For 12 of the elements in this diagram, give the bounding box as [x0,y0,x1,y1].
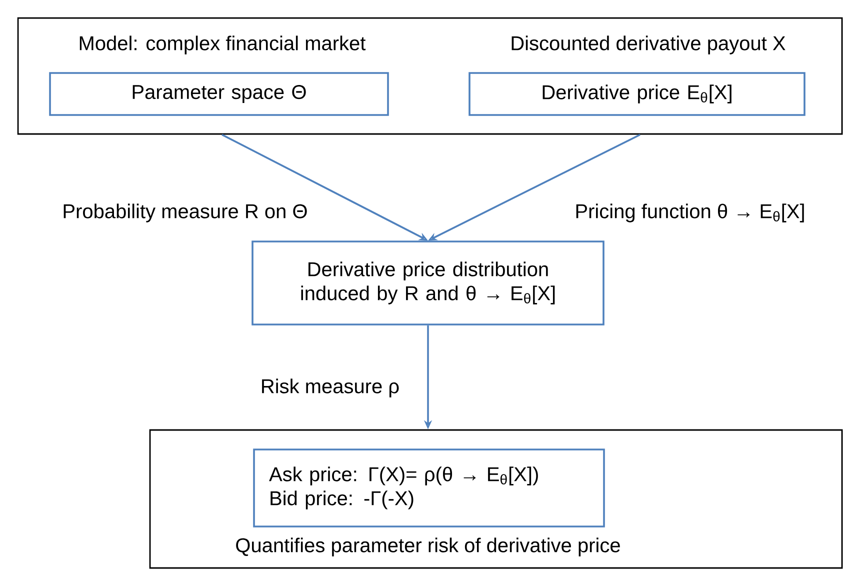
parameter-box: Parameter space Θ [49,72,389,116]
price-formula-box: Ask price: Γ(X)= ρ(θ → E$_{θ}$[X]) Bid price: -Γ(-X) [253,448,605,528]
price-box: Derivative price E$_{θ}$[X] [468,72,806,116]
model-box [17,17,843,135]
edge-label: Pricing function θ → E$_{θ}$[X] [576,204,804,222]
heading-text: Model: complex financial market [80,36,366,54]
edge-label: Risk measure ρ [262,378,399,398]
heading-text: Quantifies parameter risk of derivative price [236,538,620,556]
edge-label: Probability measure R on Θ [64,204,307,222]
heading-text: Discounted derivative payout X [512,36,786,54]
distribution-box: Derivative price distribution induced by R and θ → E$_{θ}$[X] [252,240,604,326]
result-box [149,429,843,569]
